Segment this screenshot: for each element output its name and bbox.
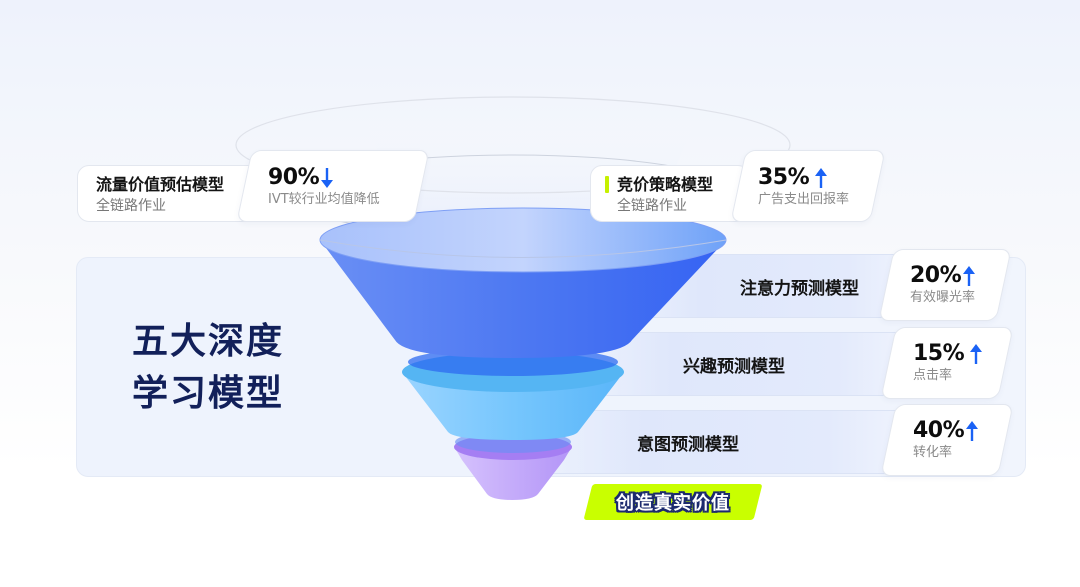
model-name-interest: 兴趣预测模型 bbox=[683, 356, 785, 377]
model-name-attention: 注意力预测模型 bbox=[740, 278, 859, 299]
stat-attention: 20% 有效曝光率 bbox=[910, 258, 976, 312]
stat-desc: IVT较行业均值降低 bbox=[268, 191, 380, 207]
accent-marker bbox=[605, 176, 609, 193]
stat-desc: 广告支出回报率 bbox=[758, 191, 850, 207]
arrow-up-icon bbox=[815, 167, 828, 188]
arrow-up-icon bbox=[970, 343, 983, 364]
model-name-bidding: 竞价策略模型 bbox=[617, 175, 714, 194]
main-title-line2: 学习模型 bbox=[132, 373, 285, 414]
stat-value: 90% bbox=[268, 164, 320, 190]
arrow-down-icon bbox=[321, 167, 334, 188]
stat-bidding: 35% 广告支出回报率 bbox=[758, 158, 849, 216]
stat-desc: 转化率 bbox=[913, 444, 953, 460]
value-badge-label: 创造真实价值 bbox=[616, 493, 730, 514]
model-sub-traffic-value: 全链路作业 bbox=[96, 198, 166, 214]
stat-value: 20% bbox=[910, 262, 962, 288]
stat-value: 40% bbox=[913, 417, 965, 443]
stat-interest: 15% 点击率 bbox=[913, 336, 983, 390]
stat-traffic-value: 90% IVT较行业均值降低 bbox=[268, 158, 380, 216]
stat-desc: 有效曝光率 bbox=[910, 289, 976, 305]
model-bar-intent: 意图预测模型 bbox=[520, 410, 930, 474]
model-name-traffic-value: 流量价值预估模型 bbox=[96, 175, 225, 194]
arrow-up-icon bbox=[963, 265, 976, 286]
model-sub-bidding: 全链路作业 bbox=[617, 198, 687, 214]
main-title-line1: 五大深度 bbox=[132, 321, 285, 362]
stat-value: 15% bbox=[913, 340, 965, 366]
model-card-bidding: 竞价策略模型 全链路作业 bbox=[590, 165, 750, 222]
arrow-up-icon bbox=[966, 420, 979, 441]
stat-intent: 40% 转化率 bbox=[913, 413, 979, 467]
main-title: 五大深度 学习模型 bbox=[132, 316, 332, 420]
stat-desc: 点击率 bbox=[913, 367, 953, 383]
stat-value: 35% bbox=[758, 164, 810, 190]
model-name-intent: 意图预测模型 bbox=[637, 434, 739, 455]
